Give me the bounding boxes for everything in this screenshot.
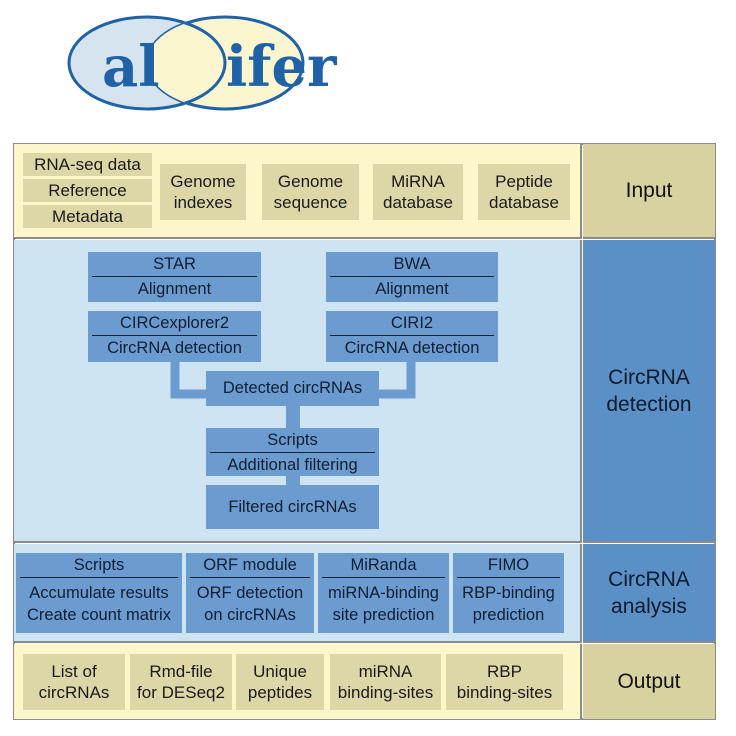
filtered-circrnas-box: Filtered circRNAs <box>206 485 379 529</box>
input-metadata: Metadata <box>23 205 152 228</box>
section-label-analysis: CircRNA analysis <box>583 544 715 643</box>
miranda-box: MiRanda miRNA-binding site prediction <box>318 553 449 633</box>
output-rmd-file: Rmd-file for DESeq2 <box>130 654 232 710</box>
bwa-alignment-box: BWA Alignment <box>326 252 498 302</box>
input-rnaseq-data: RNA-seq data <box>23 153 152 176</box>
orf-module-body: ORF detection on circRNAs <box>196 584 304 624</box>
ciri2-body: CircRNA detection <box>344 339 480 357</box>
section-label-detection: CircRNA detection <box>583 240 715 543</box>
miranda-body: miRNA-binding site prediction <box>328 584 439 624</box>
circexplorer2-title: CIRCexplorer2 <box>92 311 257 336</box>
fimo-box: FIMO RBP-binding prediction <box>453 553 564 633</box>
input-mirna-database: MiRNA database <box>373 164 463 220</box>
circexplorer2-box: CIRCexplorer2 CircRNA detection <box>88 311 261 362</box>
bwa-body: Alignment <box>375 280 449 298</box>
alifer-logo: al ifer <box>67 15 338 111</box>
detected-circrnas-box: Detected circRNAs <box>206 371 379 406</box>
fimo-body: RBP-binding prediction <box>462 584 555 624</box>
section-label-input: Input <box>583 144 715 239</box>
ciri2-title: CIRI2 <box>330 311 494 336</box>
ciri2-box: CIRI2 CircRNA detection <box>326 311 498 362</box>
star-body: Alignment <box>137 280 212 298</box>
input-reference: Reference <box>23 179 152 202</box>
filtering-scripts-box: Scripts Additional filtering <box>206 428 379 476</box>
miranda-title: MiRanda <box>322 553 445 578</box>
orf-module-box: ORF module ORF detection on circRNAs <box>186 553 314 633</box>
bwa-title: BWA <box>330 252 494 277</box>
logo-text-al: al <box>102 34 160 100</box>
analysis-scripts-body: Accumulate results Create count matrix <box>27 584 171 624</box>
analysis-scripts-title: Scripts <box>20 553 178 578</box>
filtering-scripts-title: Scripts <box>210 428 375 453</box>
fimo-title: FIMO <box>457 553 560 578</box>
output-list-of-circrnas: List of circRNAs <box>23 654 125 710</box>
logo-text-ifer: ifer <box>226 34 338 100</box>
star-alignment-box: STAR Alignment <box>88 252 261 302</box>
output-rbp-binding-sites: RBP binding-sites <box>446 654 563 710</box>
section-label-output: Output <box>583 644 715 719</box>
analysis-scripts-box: Scripts Accumulate results Create count … <box>16 553 182 633</box>
input-peptide-database: Peptide database <box>478 164 570 220</box>
input-genome-indexes: Genome indexes <box>160 164 246 220</box>
filtering-scripts-body: Additional filtering <box>227 456 358 474</box>
circexplorer2-body: CircRNA detection <box>107 339 242 357</box>
input-genome-sequence: Genome sequence <box>262 164 359 220</box>
orf-module-title: ORF module <box>190 553 310 578</box>
output-unique-peptides: Unique peptides <box>236 654 324 710</box>
star-title: STAR <box>92 252 257 277</box>
output-mirna-binding-sites: miRNA binding-sites <box>330 654 441 710</box>
